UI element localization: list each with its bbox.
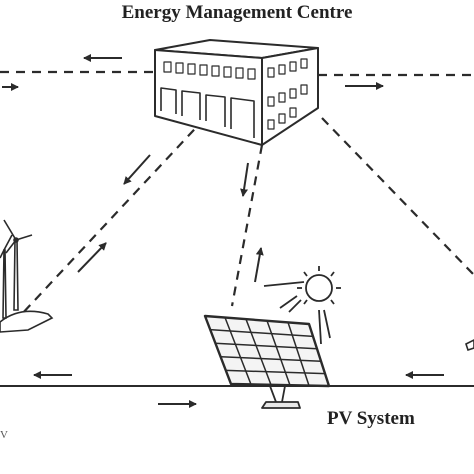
building-icon	[154, 39, 319, 146]
arrow-icon	[77, 242, 107, 273]
solar-panel-icon	[203, 314, 331, 409]
arrow-icon	[254, 247, 264, 283]
link-building-to-wind	[19, 117, 206, 317]
arrow-icon	[240, 162, 249, 197]
flow-arrows	[2, 54, 444, 408]
sun-icon	[263, 266, 341, 345]
diagram-title: Energy Management Centre	[121, 2, 353, 23]
wind-turbine-icon	[0, 219, 54, 333]
link-building-to-right	[321, 117, 474, 276]
pv-system-label: PV System	[327, 408, 415, 429]
link-building-to-pv	[230, 144, 264, 307]
arrow-icon	[123, 154, 151, 185]
device-icon	[465, 339, 474, 352]
communication-links	[0, 70, 474, 317]
partial-left-label: V	[0, 429, 8, 441]
